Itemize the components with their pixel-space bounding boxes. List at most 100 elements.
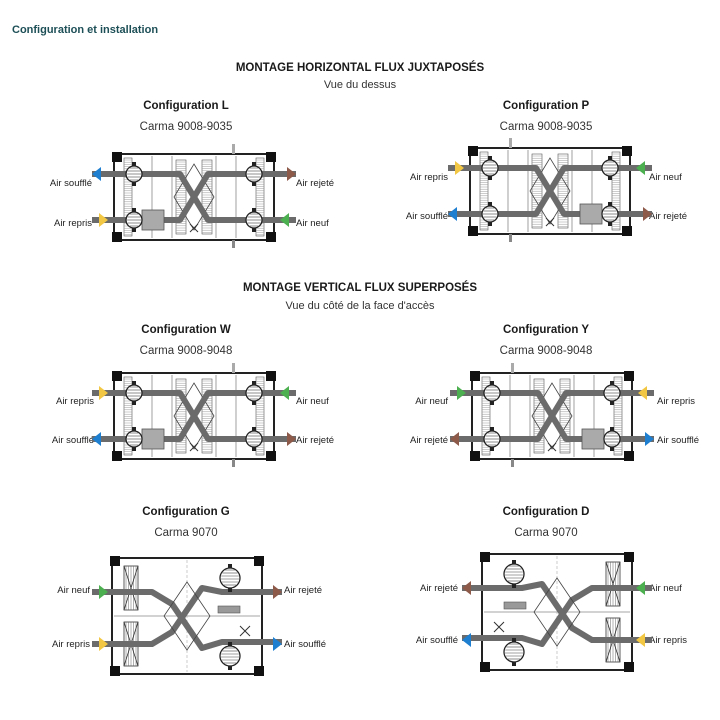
config-p-name: Configuration P (502, 100, 590, 112)
page-title: Configuration et installation (12, 24, 159, 36)
casing-corner (468, 146, 478, 156)
arrow-right-bottom (280, 213, 289, 227)
bypass-damper-icon (189, 442, 199, 452)
heat-exchanger (173, 382, 215, 450)
arrow-right-top (638, 386, 647, 400)
config-d-name: Configuration D (502, 506, 590, 518)
arrow-right-top (280, 386, 289, 400)
fan-icon (245, 381, 263, 405)
casing-corner (480, 662, 490, 672)
fan-icon (503, 560, 525, 588)
config-d-header: Configuration D Carma 9070 (416, 505, 676, 540)
casing-corner (470, 371, 480, 381)
config-d-model: Carma 9070 (514, 527, 578, 539)
config-d-label-left-top: Air rejeté (419, 583, 458, 594)
heat-exchanger (533, 577, 581, 647)
bypass-damper-icon (493, 621, 505, 633)
section-title-vertical: MONTAGE VERTICAL FLUX SUPERPOSÉS (242, 282, 478, 294)
fan-icon (219, 642, 241, 670)
config-d-label-right-bottom: Air repris (649, 635, 688, 646)
config-p-label-left-top: Air repris (409, 172, 448, 183)
arrow-left-top (99, 585, 108, 599)
config-y-label-left-top: Air neuf (415, 396, 448, 407)
arrow-right-top (636, 581, 645, 595)
config-w-name: Configuration W (141, 324, 231, 336)
casing-corner (110, 666, 120, 676)
section-title-horizontal: MONTAGE HORIZONTAL FLUX JUXTAPOSÉS (235, 62, 485, 74)
config-l-label-left-bottom: Air repris (53, 218, 92, 229)
arrow-right-bottom (273, 637, 282, 651)
unit-body (92, 556, 282, 676)
casing-corner (624, 451, 634, 461)
fan-icon (125, 427, 143, 451)
arrow-left-bottom (450, 432, 459, 446)
config-w-diagram (92, 363, 296, 467)
bypass-damper-icon (547, 442, 557, 452)
fan-icon (245, 162, 263, 186)
coil-box (579, 203, 603, 225)
config-d-label-right-top: Air neuf (649, 583, 682, 594)
arrow-right-top (273, 585, 282, 599)
config-l-name: Configuration L (143, 100, 229, 112)
config-y-header: Configuration Y Carma 9008-9048 (416, 323, 676, 358)
unit-body (448, 138, 652, 242)
config-l-diagram (92, 144, 296, 248)
arrow-left-top (92, 167, 101, 181)
config-y-model: Carma 9008-9048 (499, 345, 593, 357)
fan-icon (481, 156, 499, 180)
casing-corner (266, 371, 276, 381)
fan-icon (483, 427, 501, 451)
config-p-model: Carma 9008-9035 (499, 121, 593, 133)
arrow-left-bottom (448, 207, 457, 221)
config-g-label-right-top: Air rejeté (284, 585, 323, 596)
config-l-label-right-top: Air rejeté (296, 178, 335, 189)
config-g-label-left-top: Air neuf (57, 585, 90, 596)
casing-corner (470, 451, 480, 461)
drain-pipe (232, 459, 235, 467)
arrow-right-bottom (287, 432, 296, 446)
top-pipe (509, 138, 512, 148)
config-w-label-right-bottom: Air rejeté (296, 435, 335, 446)
arrow-left-top (457, 386, 466, 400)
config-g-label-left-bottom: Air repris (51, 639, 90, 650)
fan-icon (603, 427, 621, 451)
filter-panel (481, 376, 491, 456)
config-g-name: Configuration G (142, 506, 230, 518)
bypass-damper-icon (189, 223, 199, 233)
unit-body (450, 363, 654, 467)
casing-corner (624, 662, 634, 672)
casing-corner (266, 451, 276, 461)
casing-corner (254, 556, 264, 566)
arrow-left-bottom (99, 637, 108, 651)
arrow-left-bottom (99, 213, 108, 227)
fan-icon (125, 162, 143, 186)
filter-cross (123, 565, 139, 611)
config-d-label-left-bottom: Air soufflé (415, 635, 458, 646)
heat-exchanger (529, 157, 571, 225)
section-subtitle-vertical: Vue du côté de la face d'accès (285, 300, 435, 312)
config-w-label-left-bottom: Air soufflé (51, 435, 94, 446)
config-l-header: Configuration L Carma 9008-9035 (56, 99, 316, 134)
config-w-model: Carma 9008-9048 (139, 345, 233, 357)
config-w-header: Configuration W Carma 9008-9048 (56, 323, 316, 358)
config-p-header: Configuration P Carma 9008-9035 (416, 99, 676, 134)
config-w-label-left-top: Air repris (55, 396, 94, 407)
config-g-diagram (92, 556, 282, 676)
fan-icon (245, 427, 263, 451)
heat-exchanger (163, 581, 211, 651)
drain-pipe (232, 240, 235, 248)
top-pipe (232, 144, 235, 154)
casing-corner (468, 226, 478, 236)
casing-corner (266, 152, 276, 162)
arrow-left-bottom (92, 432, 101, 446)
config-y-diagram (450, 363, 654, 467)
fan-icon (125, 208, 143, 232)
coil-box (141, 209, 165, 231)
config-y-label-right-bottom: Air soufflé (657, 435, 700, 446)
arrow-right-bottom (636, 633, 645, 647)
config-w-label-right-top: Air neuf (296, 396, 329, 407)
fan-icon (219, 564, 241, 592)
config-p-diagram (448, 138, 652, 242)
heat-exchanger (531, 382, 573, 450)
coil-box (217, 605, 241, 614)
